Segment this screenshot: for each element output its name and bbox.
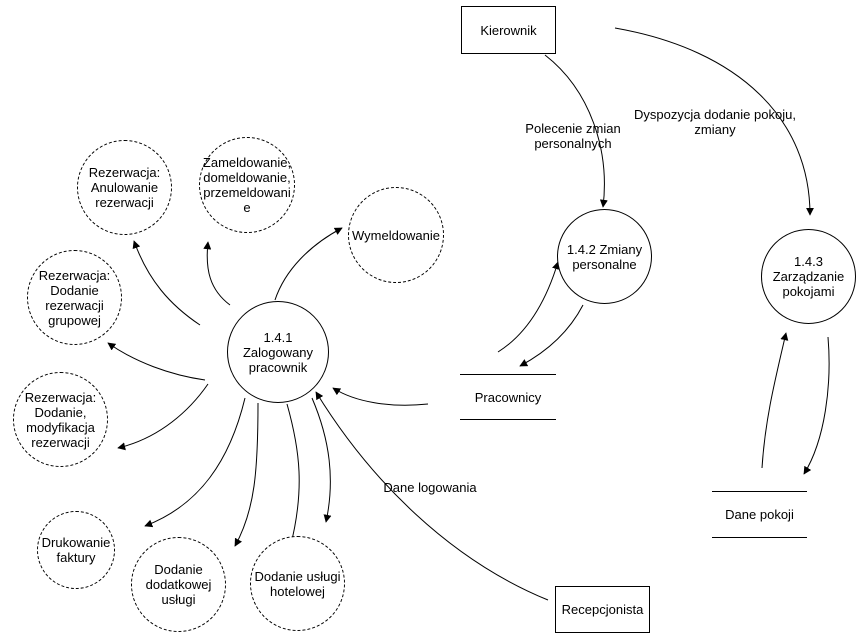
flow-to-wymeldowanie-arrow: [274, 227, 343, 301]
flow-logowanie-arrow: [315, 391, 549, 601]
flow-dyspozycja-arrow: [614, 27, 814, 216]
subprocess-faktura-label: Drukowanie faktury: [41, 535, 111, 565]
subprocess-wymeldowanie[interactable]: Wymeldowanie: [348, 187, 444, 283]
process-1-4-3[interactable]: 1.4.3 Zarządzanie pokojami: [761, 229, 856, 324]
flow-143-to-danepokoji-arrow: [803, 336, 830, 475]
subprocess-hotelowa-label: Dodanie usługi hotelowej: [254, 568, 341, 599]
external-recepcjonista-label: Recepcjonista: [561, 602, 644, 617]
subprocess-grupowa-label: Rezerwacja: Dodanie rezerwacji grupowej: [38, 267, 111, 328]
subprocess-dodatkowa[interactable]: Dodanie dodatkowej usługi: [131, 537, 226, 632]
external-kierownik[interactable]: Kierownik: [461, 6, 556, 54]
subprocess-zameldowanie-label: Zameldowanie, domeldowanie, przemeldowan…: [202, 155, 292, 215]
datastore-pracownicy[interactable]: Pracownicy: [460, 374, 556, 420]
flow-to-dodatkowa-arrow: [234, 402, 259, 547]
flow-142-to-pracownicy-arrow: [519, 304, 584, 367]
external-kierownik-label: Kierownik: [480, 22, 537, 38]
datastore-dane-pokoji-label: Dane pokoji: [725, 507, 794, 522]
flow-label-polecenie: Polecenie zmian personalnych: [525, 121, 621, 151]
flow-to-zameldowanie-arrow: [203, 241, 231, 306]
process-1-4-2[interactable]: 1.4.2 Zmiany personalne: [557, 209, 652, 304]
process-1-4-3-label: 1.4.3 Zarządzanie pokojami: [772, 254, 845, 299]
flow-to-faktura-arrow: [144, 397, 246, 528]
subprocess-dodatkowa-label: Dodanie dodatkowej usługi: [145, 562, 212, 607]
flow-to-modyfikacja-arrow: [117, 383, 209, 451]
subprocess-anulowanie-label: Rezerwacja: Anulowanie rezerwacji: [88, 165, 161, 210]
flow-to-hotelowa-arrow: [286, 403, 300, 549]
subprocess-grupowa[interactable]: Rezerwacja: Dodanie rezerwacji grupowej: [27, 250, 122, 345]
process-1-4-2-label: 1.4.2 Zmiany personalne: [566, 241, 643, 272]
flow-to-grupowa-arrow: [107, 342, 206, 381]
subprocess-zameldowanie[interactable]: Zameldowanie, domeldowanie, przemeldowan…: [199, 137, 295, 233]
flow-polecenie-arrow: [544, 54, 608, 208]
subprocess-wymeldowanie-label: Wymeldowanie: [351, 227, 441, 243]
subprocess-faktura[interactable]: Drukowanie faktury: [37, 511, 115, 589]
flow-label-dyspozycja: Dyspozycja dodanie pokoju, zmiany: [634, 107, 796, 137]
flow-label-logowanie: Dane logowania: [383, 480, 477, 495]
process-1-4-1-label: 1.4.1 Zalogowany pracownik: [242, 329, 314, 375]
flow-pracownicy-to-141-arrow: [332, 387, 429, 406]
subprocess-modyfikacja-label: Rezerwacja: Dodanie, modyfikacja rezerwa…: [24, 389, 97, 450]
flow-to-dodanie-uslugi-arrow: [311, 397, 332, 523]
subprocess-modyfikacja[interactable]: Rezerwacja: Dodanie, modyfikacja rezerwa…: [13, 372, 108, 467]
flow-danepokoji-to-143-arrow: [761, 332, 789, 469]
datastore-pracownicy-label: Pracownicy: [474, 389, 542, 405]
subprocess-hotelowa[interactable]: Dodanie usługi hotelowej: [250, 536, 345, 631]
external-recepcjonista[interactable]: Recepcjonista: [555, 586, 650, 633]
subprocess-anulowanie[interactable]: Rezerwacja: Anulowanie rezerwacji: [77, 140, 172, 235]
process-1-4-1[interactable]: 1.4.1 Zalogowany pracownik: [227, 301, 329, 403]
datastore-dane-pokoji[interactable]: Dane pokoji: [712, 491, 807, 538]
flow-to-anulowanie-arrow: [132, 240, 201, 326]
flow-pracownicy-to-142-arrow: [497, 261, 560, 353]
